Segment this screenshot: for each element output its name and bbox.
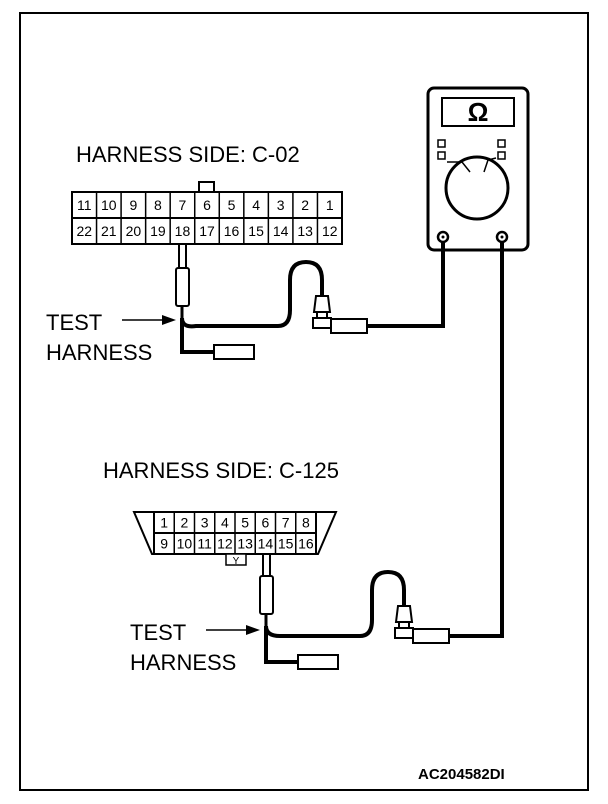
test-harness-b-label-line2: HARNESS bbox=[130, 650, 236, 675]
connector-a-pin-label: 15 bbox=[248, 223, 264, 239]
connector-a-pin-label: 17 bbox=[199, 223, 215, 239]
connector-b-pin-label: 7 bbox=[282, 515, 290, 531]
test-harness-a-label-line2: HARNESS bbox=[46, 340, 152, 365]
connector-a-pin-label: 2 bbox=[301, 197, 309, 213]
connector-a-pin-label: 1 bbox=[326, 197, 334, 213]
connector-a-pin-label: 9 bbox=[129, 197, 137, 213]
figure-frame bbox=[19, 12, 589, 791]
connector-a-pin-label: 20 bbox=[126, 223, 142, 239]
connector-b-pin-label: 4 bbox=[221, 515, 229, 531]
connector-b-pin-label: 16 bbox=[298, 536, 314, 552]
arrow-icon bbox=[122, 315, 176, 325]
connector-b-pin-label: 9 bbox=[160, 536, 168, 552]
connector-b-pin-label: 5 bbox=[241, 515, 249, 531]
key-mark: Y bbox=[233, 556, 240, 567]
test-harness-b bbox=[259, 242, 504, 670]
connector-b-pin-label: 1 bbox=[160, 515, 168, 531]
connector-a-pin-label: 14 bbox=[273, 223, 289, 239]
connector-a-pin-label: 21 bbox=[101, 223, 117, 239]
connector-b-pin-label: 14 bbox=[258, 536, 274, 552]
connector-a-pin-label: 22 bbox=[76, 223, 92, 239]
connector-b-pin-label: 15 bbox=[278, 536, 294, 552]
connector-b-pin-label: 3 bbox=[201, 515, 209, 531]
ohm-symbol: Ω bbox=[468, 97, 489, 127]
connector-a-pin-label: 11 bbox=[77, 197, 92, 213]
connector-a-pin-label: 7 bbox=[179, 197, 187, 213]
connector-a-pin-label: 6 bbox=[203, 197, 211, 213]
connector-a-pin-label: 19 bbox=[150, 223, 166, 239]
connector-a-pin-label: 5 bbox=[228, 197, 236, 213]
connector-a-title: HARNESS SIDE: C-02 bbox=[76, 142, 300, 167]
connector-b-pin-label: 6 bbox=[261, 515, 269, 531]
connector-a-pin-label: 12 bbox=[322, 223, 338, 239]
test-harness-b-label-line1: TEST bbox=[130, 620, 186, 645]
figure-code: AC204582DI bbox=[418, 766, 505, 783]
ohmmeter-icon: Ω bbox=[426, 86, 530, 252]
test-harness-a bbox=[175, 242, 445, 360]
connector-a-pin-label: 16 bbox=[224, 223, 240, 239]
connector-b-pin-label: 11 bbox=[197, 536, 212, 552]
connector-b-pin-label: 12 bbox=[217, 536, 233, 552]
connector-a-pin-label: 4 bbox=[252, 197, 260, 213]
arrow-icon bbox=[206, 625, 260, 635]
connector-b-pin-label: 13 bbox=[237, 536, 253, 552]
connector-a-pin-label: 10 bbox=[101, 197, 117, 213]
connector-b-pin-label: 8 bbox=[302, 515, 310, 531]
connector-a-pin-label: 18 bbox=[175, 223, 191, 239]
connector-a-pin-label: 3 bbox=[277, 197, 285, 213]
connector-b-title: HARNESS SIDE: C-125 bbox=[103, 458, 339, 483]
connector-b-pin-label: 2 bbox=[180, 515, 188, 531]
connector-b-pin-label: 10 bbox=[177, 536, 193, 552]
connector-a-pin-label: 13 bbox=[297, 223, 313, 239]
test-harness-a-label-line1: TEST bbox=[46, 310, 102, 335]
connector-a-pin-label: 8 bbox=[154, 197, 162, 213]
